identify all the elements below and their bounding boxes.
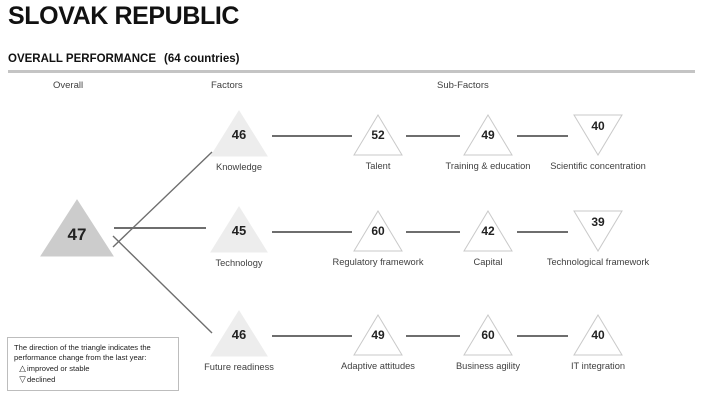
triangle-down-icon: [573, 210, 623, 252]
node-subfactor-business-agility[interactable]: 60 Business agility: [456, 313, 520, 371]
node-overall[interactable]: 47: [40, 199, 114, 257]
triangle-technological-framework: 39: [572, 209, 624, 253]
node-label-technological-framework: Technological framework: [546, 257, 650, 267]
legend-line-2: performance change from the last year:: [14, 353, 147, 363]
column-header-overall: Overall: [53, 80, 84, 91]
node-value-technology: 45: [231, 223, 247, 238]
triangle-down-icon: [573, 114, 623, 156]
triangle-scientific-concentration: 40: [572, 113, 624, 157]
column-header-factors: Factors: [211, 80, 243, 91]
edge-overall-knowledge: [112, 151, 213, 248]
node-subfactor-talent[interactable]: 52 Talent: [352, 113, 404, 171]
node-factor-technology[interactable]: 45 Technology: [210, 206, 268, 268]
node-label-scientific-concentration: Scientific concentration: [550, 161, 646, 171]
node-value-talent: 52: [371, 128, 385, 142]
legend-label-declined: declined: [27, 375, 56, 385]
triangle-up-icon: [40, 199, 114, 257]
node-value-training-education: 49: [481, 128, 495, 142]
node-value-business-agility: 60: [481, 328, 495, 342]
triangle-technology: 45: [210, 206, 268, 253]
node-label-knowledge: Knowledge: [215, 162, 263, 172]
node-value-technological-framework: 39: [591, 215, 605, 229]
node-value-overall: 47: [67, 225, 87, 244]
triangle-down-icon: ▽: [19, 374, 26, 385]
node-subfactor-scientific-concentration[interactable]: 40 Scientific concentration: [550, 113, 646, 171]
legend: The direction of the triangle indicates …: [7, 337, 179, 391]
legend-item-improved: △improved or stable: [14, 363, 172, 374]
legend-label-improved: improved or stable: [27, 364, 90, 374]
node-label-it-integration: IT integration: [570, 361, 626, 371]
node-value-future-readiness: 46: [231, 327, 247, 342]
header-divider: [8, 70, 695, 73]
triangle-talent: 52: [352, 113, 404, 157]
triangle-overall: 47: [40, 199, 114, 257]
triangle-up-icon: [463, 210, 513, 252]
triangle-up-icon: [463, 314, 513, 356]
triangle-up-icon: [210, 206, 268, 253]
legend-item-declined: ▽declined: [14, 374, 172, 385]
edge-overall-future: [112, 235, 213, 334]
node-value-knowledge: 46: [231, 127, 247, 142]
node-value-adaptive-attitudes: 49: [371, 328, 385, 342]
node-label-technology: Technology: [215, 258, 263, 268]
page-title: SLOVAK REPUBLIC: [8, 2, 240, 30]
node-factor-future-readiness[interactable]: 46 Future readiness: [204, 310, 274, 372]
node-value-scientific-concentration: 40: [591, 119, 605, 133]
node-subfactor-it-integration[interactable]: 40 IT integration: [571, 313, 625, 371]
triangle-up-icon: △: [19, 363, 26, 374]
node-factor-knowledge[interactable]: 46 Knowledge: [210, 110, 268, 172]
section-heading: OVERALL PERFORMANCE (64 countries): [8, 53, 239, 65]
triangle-up-icon: [210, 310, 268, 357]
triangle-up-icon: [353, 210, 403, 252]
node-label-adaptive-attitudes: Adaptive attitudes: [341, 361, 415, 371]
triangle-up-icon: [353, 314, 403, 356]
node-subfactor-adaptive-attitudes[interactable]: 49 Adaptive attitudes: [341, 313, 415, 371]
node-value-regulatory-framework: 60: [371, 224, 385, 238]
triangle-training-education: 49: [462, 113, 514, 157]
triangle-business-agility: 60: [462, 313, 514, 357]
node-subfactor-capital[interactable]: 42 Capital: [462, 209, 514, 267]
node-subfactor-technological-framework[interactable]: 39 Technological framework: [547, 209, 649, 267]
triangle-capital: 42: [462, 209, 514, 253]
node-label-regulatory-framework: Regulatory framework: [332, 257, 424, 267]
node-label-future-readiness: Future readiness: [204, 362, 274, 372]
triangle-up-icon: [210, 110, 268, 157]
node-label-capital: Capital: [473, 257, 503, 267]
section-heading-text: OVERALL PERFORMANCE: [8, 53, 157, 65]
triangle-future-readiness: 46: [210, 310, 268, 357]
triangle-adaptive-attitudes: 49: [352, 313, 404, 357]
node-label-talent: Talent: [365, 161, 391, 171]
triangle-up-icon: [463, 114, 513, 156]
country-count: (64 countries): [164, 53, 240, 65]
triangle-it-integration: 40: [572, 313, 624, 357]
triangle-up-icon: [353, 114, 403, 156]
node-value-it-integration: 40: [591, 328, 605, 342]
triangle-up-icon: [573, 314, 623, 356]
triangle-knowledge: 46: [210, 110, 268, 157]
node-value-capital: 42: [481, 224, 495, 238]
node-label-business-agility: Business agility: [455, 361, 521, 371]
node-subfactor-regulatory-framework[interactable]: 60 Regulatory framework: [333, 209, 423, 267]
legend-line-1: The direction of the triangle indicates …: [14, 343, 151, 352]
node-subfactor-training-education[interactable]: 49 Training & education: [446, 113, 530, 171]
node-label-training-education: Training & education: [445, 161, 531, 171]
triangle-regulatory-framework: 60: [352, 209, 404, 253]
column-header-subfactors: Sub-Factors: [437, 80, 489, 91]
